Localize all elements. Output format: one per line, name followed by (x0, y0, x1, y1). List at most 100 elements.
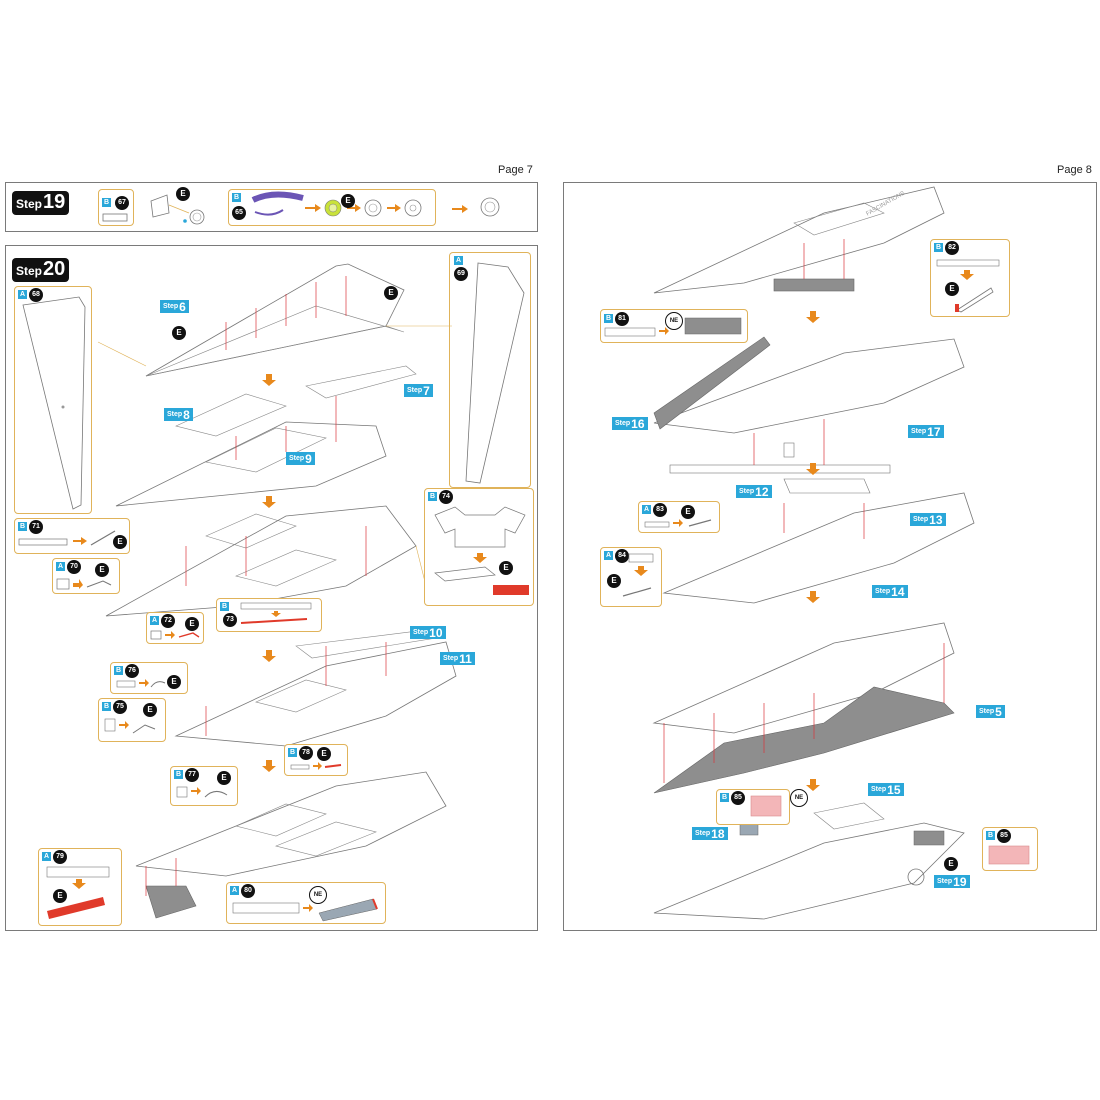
page-8-assembly-drawing (652, 186, 975, 920)
sheet-letter: A (642, 505, 651, 514)
e-marker: E (95, 563, 109, 577)
part-number: 83 (653, 503, 667, 517)
part-number: 82 (945, 241, 959, 255)
part-73-drawing (240, 602, 312, 624)
sheet-letter: A (150, 616, 159, 625)
step-ref-number: 13 (929, 512, 943, 527)
e-marker: E (945, 282, 959, 296)
part-number: 79 (53, 850, 67, 864)
part-82-drawing (936, 259, 1000, 313)
e-marker: E (143, 703, 157, 717)
step-ref-number: 14 (891, 584, 905, 599)
sheet-letter: A (18, 290, 27, 299)
e-marker: E (499, 561, 513, 575)
part-number: 85 (997, 829, 1011, 843)
step-ref-number: 10 (429, 625, 443, 640)
step-ref-number: 18 (711, 826, 725, 841)
part-number: 67 (115, 196, 129, 210)
hull-panel-68-drawing (22, 296, 86, 510)
part-77-drawing (176, 786, 228, 798)
part-77-callout: B 77 E (170, 766, 238, 806)
engine-assembly-drawing (150, 194, 205, 225)
part-67-callout: B 67 (98, 189, 134, 226)
sheet-letter: B (720, 793, 729, 802)
sheet-letter: B (102, 702, 111, 711)
e-marker: E (176, 187, 190, 201)
sheet-letter: B (114, 666, 123, 675)
step-ref-number: 15 (887, 782, 901, 797)
part-71-callout: B 71 E (14, 518, 130, 554)
step-number: 19 (43, 191, 66, 213)
e-marker: E (172, 326, 186, 340)
part-number: 80 (241, 884, 255, 898)
ne-marker: NE (665, 312, 683, 330)
sheet-letter: B (174, 770, 183, 779)
part-number: 68 (29, 288, 43, 302)
part-number: 70 (67, 560, 81, 574)
sheet-letter: A (56, 562, 65, 571)
sheet-letter: B (934, 243, 943, 252)
step-number: 20 (43, 258, 66, 280)
part-number: 69 (454, 267, 468, 281)
step-word: Step (16, 264, 43, 278)
page-7-label: Page 7 (498, 164, 533, 176)
part-84-drawing (622, 553, 654, 597)
e-marker: E (185, 617, 199, 631)
part-70-callout: A 70 E (52, 558, 120, 594)
step-ref-number: 6 (179, 299, 186, 314)
part-81-drawing (604, 317, 742, 337)
step-ref-number: 17 (927, 424, 941, 439)
sheet-letter: A (230, 886, 239, 895)
e-marker: E (167, 675, 181, 689)
step-19-frame: Step 19 B 67 E B 65 (5, 182, 538, 232)
part-number: 81 (615, 312, 629, 326)
part-number: 74 (439, 490, 453, 504)
part-78-drawing (290, 762, 342, 770)
sheet-letter: B (288, 748, 297, 757)
exhaust-ring-sequence (251, 191, 422, 217)
page-8-label: Page 8 (1057, 164, 1092, 176)
step-20-badge: Step 20 (12, 258, 70, 282)
step-ref-number: 5 (995, 704, 1002, 719)
sheet-letter: B (986, 831, 995, 840)
step-ref-number: 7 (423, 383, 430, 398)
part-68-callout: A 68 (14, 286, 92, 514)
part-83-drawing (644, 519, 712, 528)
ne-marker: NE (309, 886, 327, 904)
part-number: 72 (161, 614, 175, 628)
part-72-drawing (150, 630, 200, 640)
sheet-letter: B (18, 522, 27, 531)
e-marker: E (317, 747, 331, 761)
hull-panel-69-drawing (465, 262, 525, 484)
step-ref-number: 11 (459, 651, 472, 666)
part-76-callout: B 76 E (110, 662, 188, 694)
e-marker: E (607, 574, 621, 588)
e-marker: E (341, 194, 355, 208)
part-74-callout: B 74 E (424, 488, 534, 606)
step-word: Step (16, 197, 43, 211)
final-engine-drawing (452, 197, 500, 217)
part-number: 77 (185, 768, 199, 782)
part-number: 75 (113, 700, 127, 714)
part-85-sticker-drawing-right (988, 845, 1030, 865)
e-marker: E (944, 857, 958, 871)
sheet-letter: A (454, 256, 463, 265)
part-72-callout: A 72 E (146, 612, 204, 644)
part-80-callout: A 80 NE (226, 882, 386, 924)
part-number: 78 (299, 746, 313, 760)
part-75-callout: B 75 E (98, 698, 166, 742)
part-number: 73 (223, 613, 237, 627)
step-ref-number: 9 (305, 451, 312, 466)
